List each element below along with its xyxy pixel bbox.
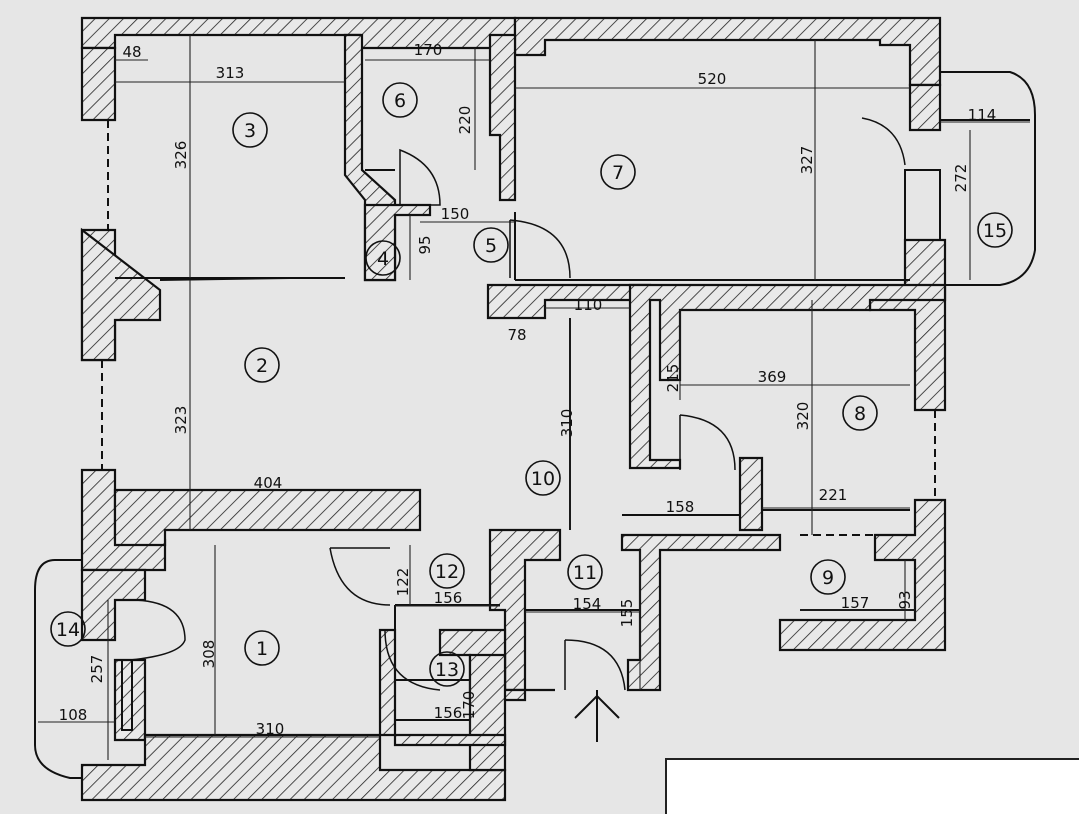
room-circle [977, 212, 1013, 248]
room-number: 14 [56, 619, 80, 641]
room-number: 5 [485, 235, 497, 257]
room-circle [429, 553, 465, 589]
entrance-arrow-icon [574, 690, 620, 742]
door-swings [129, 117, 906, 691]
dimension-label: 93 [896, 590, 914, 609]
dimension-label: 308 [200, 640, 218, 669]
room-circle [429, 651, 465, 687]
room-label-11: 11 [567, 554, 603, 590]
room-number: 10 [531, 468, 555, 490]
room-label-5: 5 [473, 227, 509, 263]
room-circle [567, 554, 603, 590]
dimension-label: 310 [558, 409, 576, 438]
dimension-label: 170 [460, 691, 478, 720]
room-circle [600, 154, 636, 190]
dimension-label: 272 [952, 164, 970, 193]
windows [101, 120, 941, 731]
room-label-9: 9 [810, 559, 846, 595]
room-number: 7 [612, 162, 624, 184]
room-number: 9 [822, 567, 834, 589]
room-label-14: 14 [50, 611, 86, 647]
room-circle [365, 240, 401, 276]
dimension-label: 122 [394, 568, 412, 597]
room-circle [473, 227, 509, 263]
dimension-label: 156 [434, 704, 463, 722]
dimension-label: 320 [794, 402, 812, 431]
balconies [34, 71, 1036, 779]
room-number: 2 [256, 355, 268, 377]
dimension-label: 150 [441, 205, 470, 223]
blank-area [665, 758, 1079, 814]
dimension-lines [38, 35, 1030, 760]
room-label-8: 8 [842, 395, 878, 431]
dimension-label: 154 [573, 595, 602, 613]
dimension-label: 327 [798, 146, 816, 175]
dimension-label: 323 [172, 406, 190, 435]
room-label-2: 2 [244, 347, 280, 383]
dimension-label: 326 [172, 141, 190, 170]
dimension-label: 78 [507, 326, 526, 344]
room-label-3: 3 [232, 112, 268, 148]
room-label-12: 12 [429, 553, 465, 589]
room-label-7: 7 [600, 154, 636, 190]
room-label-6: 6 [382, 82, 418, 118]
room-number: 13 [435, 659, 459, 681]
dimension-labels: 4831332617022052032715095114272110783232… [59, 41, 997, 738]
room-circle [382, 82, 418, 118]
room-number: 15 [983, 220, 1007, 242]
dimension-label: 95 [416, 235, 434, 254]
room-label-4: 4 [365, 240, 401, 276]
room-circle [810, 559, 846, 595]
room-number: 3 [244, 120, 256, 142]
dimension-label: 155 [618, 599, 636, 628]
dimension-label: 221 [819, 486, 848, 504]
dimension-label: 313 [216, 64, 245, 82]
dimension-label: 170 [414, 41, 443, 59]
room-label-10: 10 [525, 460, 561, 496]
dimension-label: 110 [574, 296, 603, 314]
room-label-15: 15 [977, 212, 1013, 248]
room-number: 1 [256, 638, 268, 660]
room-label-13: 13 [429, 651, 465, 687]
dimension-label: 157 [841, 594, 870, 612]
room-label-1: 1 [244, 630, 280, 666]
room-circle [244, 347, 280, 383]
dimension-label: 108 [59, 706, 88, 724]
room-number: 11 [573, 562, 597, 584]
dimension-label: 215 [664, 364, 682, 393]
exterior-walls [80, 16, 947, 802]
room-circle [232, 112, 268, 148]
dimension-label: 156 [434, 589, 463, 607]
room-number: 6 [394, 90, 406, 112]
dimension-label: 404 [254, 474, 283, 492]
room-number: 4 [377, 248, 389, 270]
dimension-label: 520 [698, 70, 727, 88]
dimension-label: 114 [968, 106, 997, 124]
room-circle [525, 460, 561, 496]
room-circle [842, 395, 878, 431]
dimension-label: 220 [456, 106, 474, 135]
dimension-label: 48 [122, 43, 141, 61]
room-circle [50, 611, 86, 647]
room-number: 8 [854, 403, 866, 425]
room-circle [244, 630, 280, 666]
dimension-label: 158 [666, 498, 695, 516]
room-number: 12 [435, 561, 459, 583]
interior-walls [113, 33, 947, 772]
dimension-label: 310 [256, 720, 285, 738]
dimension-label: 257 [88, 655, 106, 684]
dimension-label: 369 [758, 368, 787, 386]
